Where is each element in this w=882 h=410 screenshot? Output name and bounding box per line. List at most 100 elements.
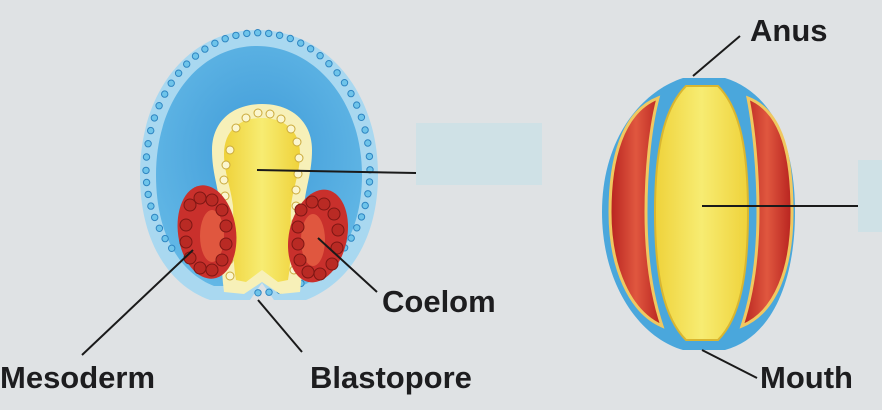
- endoderm-cell: [276, 114, 286, 124]
- mesoderm-cell: [313, 267, 327, 281]
- mesoderm-cell: [193, 191, 207, 205]
- ectoderm-cell: [353, 101, 361, 109]
- endoderm-cell: [292, 137, 302, 147]
- ectoderm-cell: [340, 79, 349, 87]
- mesoderm-cell: [327, 207, 341, 221]
- endoderm-cell: [241, 113, 251, 123]
- ectoderm-cell: [333, 69, 341, 77]
- ectoderm-cell: [174, 69, 183, 77]
- mesoderm-cell: [205, 193, 219, 207]
- blank-answer-box: [416, 123, 542, 185]
- ectoderm-cell: [325, 60, 333, 68]
- endoderm-cell: [225, 271, 235, 281]
- ectoderm-cell: [161, 90, 169, 98]
- ectoderm-cell: [232, 31, 240, 40]
- ectoderm-cell: [364, 190, 372, 198]
- mesoderm-cell: [219, 237, 233, 251]
- mesoderm-band-right: [739, 95, 794, 329]
- gut-tube: [653, 85, 750, 341]
- mesoderm-cell: [205, 263, 219, 277]
- ectoderm-cell: [142, 178, 151, 187]
- leader-lines: [81, 35, 860, 379]
- mesoderm-cell: [331, 223, 345, 237]
- mesoderm-cell: [215, 253, 229, 267]
- ectoderm-cell: [297, 39, 305, 47]
- mesoderm-cell: [293, 253, 307, 267]
- mesoderm-cell: [179, 235, 193, 249]
- mesoderm-cell: [193, 261, 207, 275]
- endoderm-cell: [286, 124, 296, 134]
- ectoderm-cell: [357, 113, 366, 122]
- ectoderm-cell: [365, 152, 374, 161]
- endoderm-cell: [265, 109, 275, 119]
- ectoderm-cell: [151, 213, 159, 222]
- ectoderm-cell: [221, 35, 229, 43]
- ectoderm-cell: [316, 52, 324, 60]
- label-mesoderm: Mesoderm: [0, 360, 156, 395]
- endoderm-cell: [225, 145, 235, 155]
- gastrula-embryo: [140, 29, 378, 300]
- leader-line-anus: [692, 35, 741, 77]
- endoderm-cell: [219, 175, 229, 185]
- ectoderm-cell: [191, 52, 200, 60]
- ectoderm-cell: [142, 166, 150, 175]
- ectoderm-cell: [364, 139, 372, 147]
- mesoderm-cell: [291, 220, 305, 234]
- coelom-cavity-right: [301, 214, 325, 266]
- ectoderm-cell: [161, 234, 169, 243]
- leader-line-mouth: [701, 349, 758, 379]
- ectoderm-cell: [365, 178, 374, 186]
- ectoderm-cell: [361, 201, 369, 210]
- ectoderm-cell: [144, 140, 152, 148]
- ectoderm-cell: [144, 190, 152, 199]
- leader-line-center: [256, 169, 417, 174]
- ectoderm-cell: [183, 60, 191, 68]
- endoderm-cell: [294, 153, 304, 163]
- ectoderm-cell: [254, 289, 262, 297]
- ectoderm-cell: [142, 153, 151, 161]
- ectoderm-cell: [168, 244, 176, 253]
- label-anus: Anus: [750, 13, 828, 48]
- endoderm-cell: [221, 160, 231, 170]
- mesoderm-cell: [183, 198, 197, 212]
- archenteron: [224, 118, 300, 282]
- mesoderm-cell: [301, 265, 315, 279]
- mesoderm-cell: [215, 203, 229, 217]
- ectoderm-cell: [347, 89, 355, 98]
- coelom-cavity-left: [200, 210, 224, 262]
- mesoderm-cell: [305, 195, 319, 209]
- mesoderm-cell: [179, 218, 193, 232]
- mesoderm-cell: [325, 257, 339, 271]
- mesoderm-band-left: [608, 95, 665, 329]
- ectoderm-cell: [211, 39, 219, 47]
- ectoderm-cell: [147, 202, 155, 210]
- ectoderm-cell: [147, 126, 155, 135]
- ectoderm-cell: [155, 224, 164, 233]
- ectoderm-cell: [361, 126, 369, 134]
- mesoderm-cell: [219, 219, 233, 233]
- ectoderm-cell: [357, 213, 366, 221]
- ectoderm-cell: [275, 31, 284, 39]
- leader-line-coelom: [317, 237, 378, 293]
- ectoderm-cell: [265, 288, 273, 296]
- endoderm-cell: [291, 185, 301, 195]
- elongated-embryo: [602, 78, 795, 350]
- ectoderm-cell: [347, 234, 355, 242]
- mesoderm-cell: [291, 237, 305, 251]
- ectoderm-cell: [353, 224, 361, 232]
- mesoderm-cell: [294, 203, 308, 217]
- label-blastopore: Blastopore: [310, 360, 472, 395]
- leader-line-mesoderm: [81, 249, 194, 356]
- ectoderm-cell: [265, 29, 273, 38]
- mesoderm-cell: [330, 241, 344, 255]
- ectoderm-cell: [286, 34, 294, 43]
- blank-answer-box-edge: [858, 160, 882, 232]
- ectoderm-cell: [201, 45, 209, 53]
- label-coelom: Coelom: [382, 284, 496, 319]
- mesoderm-cell: [317, 197, 331, 211]
- endoderm-cell: [253, 108, 263, 118]
- ectoderm-cell: [150, 114, 159, 122]
- leader-line-blastopore: [257, 299, 303, 353]
